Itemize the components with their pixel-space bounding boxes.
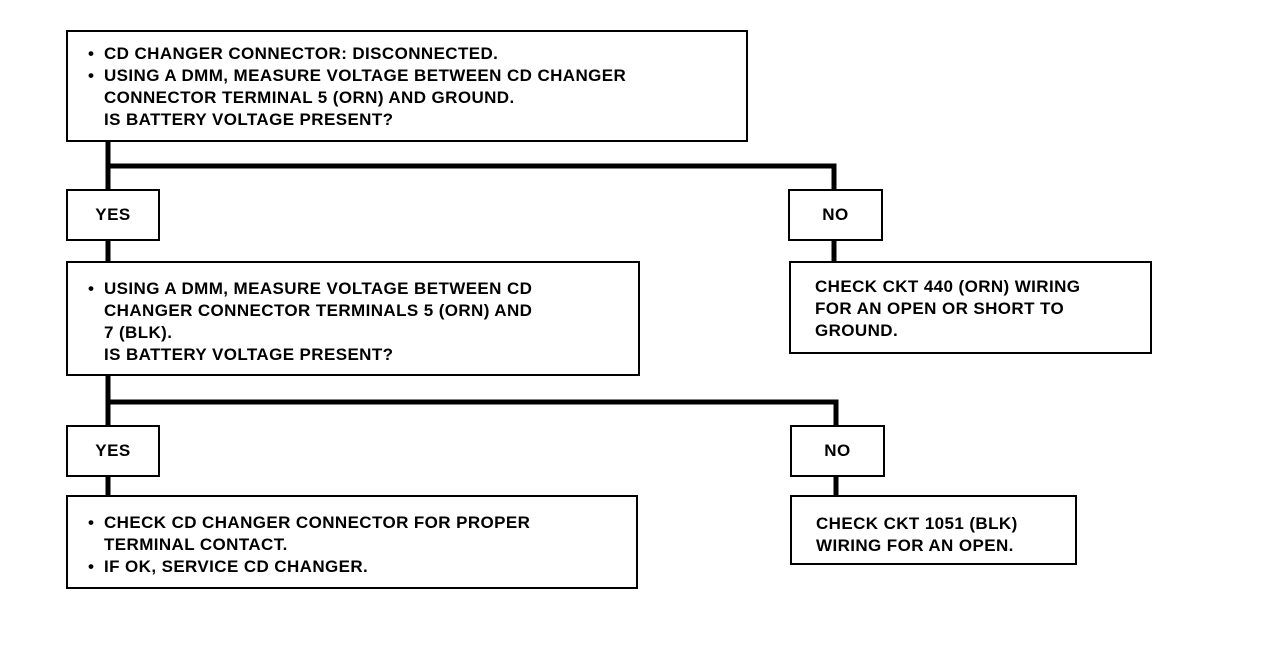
text-line: TERMINAL CONTACT. (104, 535, 288, 554)
branch2-yes-label: YES (66, 425, 160, 477)
step2-lines: USING A DMM, MEASURE VOLTAGE BETWEEN CDC… (86, 278, 638, 366)
text-line: IS BATTERY VOLTAGE PRESENT? (104, 345, 394, 364)
bullet-line: IF OK, SERVICE CD CHANGER. (86, 556, 636, 578)
result-no1-box: CHECK CKT 440 (ORN) WIRING FOR AN OPEN OR… (789, 261, 1152, 354)
step1-lines: CD CHANGER CONNECTOR: DISCONNECTED.USING… (86, 43, 746, 131)
result-no2-lines: CHECK CKT 1051 (BLK) WIRING FOR AN OPEN. (798, 513, 1075, 557)
branch1-no-label: NO (788, 189, 883, 241)
branch1-yes-label: YES (66, 189, 160, 241)
text-line: GROUND. (815, 321, 899, 340)
branch2-no-label: NO (790, 425, 885, 477)
text-line: CHECK CKT 1051 (BLK) (816, 514, 1018, 533)
text-line: CHANGER CONNECTOR TERMINALS 5 (ORN) AND (104, 301, 533, 320)
step2-box: USING A DMM, MEASURE VOLTAGE BETWEEN CDC… (66, 261, 640, 376)
bullet-line: USING A DMM, MEASURE VOLTAGE BETWEEN CD … (86, 65, 746, 87)
text-line: 7 (BLK). (104, 323, 173, 342)
bullet-line: CD CHANGER CONNECTOR: DISCONNECTED. (86, 43, 746, 65)
text-line: WIRING FOR AN OPEN. (816, 536, 1014, 555)
text-line: CONNECTOR TERMINAL 5 (ORN) AND GROUND. (104, 88, 515, 107)
bullet-line: CHECK CD CHANGER CONNECTOR FOR PROPER (86, 512, 636, 534)
text-line: CHECK CKT 440 (ORN) WIRING (815, 277, 1081, 296)
step1-box: CD CHANGER CONNECTOR: DISCONNECTED.USING… (66, 30, 748, 142)
text-line: FOR AN OPEN OR SHORT TO (815, 299, 1065, 318)
result-no2-box: CHECK CKT 1051 (BLK) WIRING FOR AN OPEN. (790, 495, 1077, 565)
result-no1-lines: CHECK CKT 440 (ORN) WIRING FOR AN OPEN OR… (797, 276, 1150, 342)
bullet-line: USING A DMM, MEASURE VOLTAGE BETWEEN CD (86, 278, 638, 300)
result-yes2-box: CHECK CD CHANGER CONNECTOR FOR PROPERTER… (66, 495, 638, 589)
text-line: IS BATTERY VOLTAGE PRESENT? (104, 110, 394, 129)
result-yes2-lines: CHECK CD CHANGER CONNECTOR FOR PROPERTER… (86, 512, 636, 578)
